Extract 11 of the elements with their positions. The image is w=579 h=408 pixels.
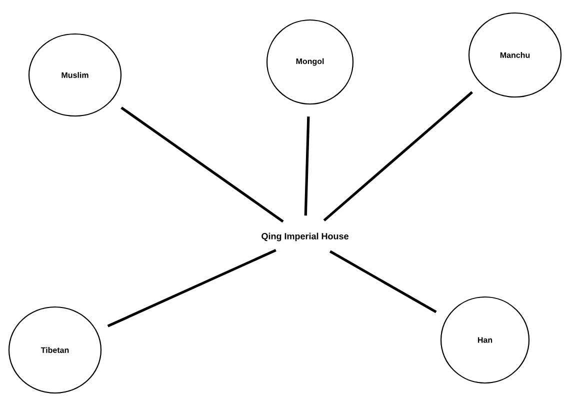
connector-line [329,250,437,314]
connector-line [120,106,284,223]
connector-line [304,116,310,216]
circle-node: Manchu [468,12,562,98]
connector-line [107,249,276,328]
connector-line [323,91,473,222]
circle-node: Tibetan [8,306,102,394]
circle-node: Han [440,296,530,384]
center-label: Qing Imperial House [262,232,348,242]
circle-node: Muslim [28,33,122,117]
circle-node: Mongol [266,19,354,105]
